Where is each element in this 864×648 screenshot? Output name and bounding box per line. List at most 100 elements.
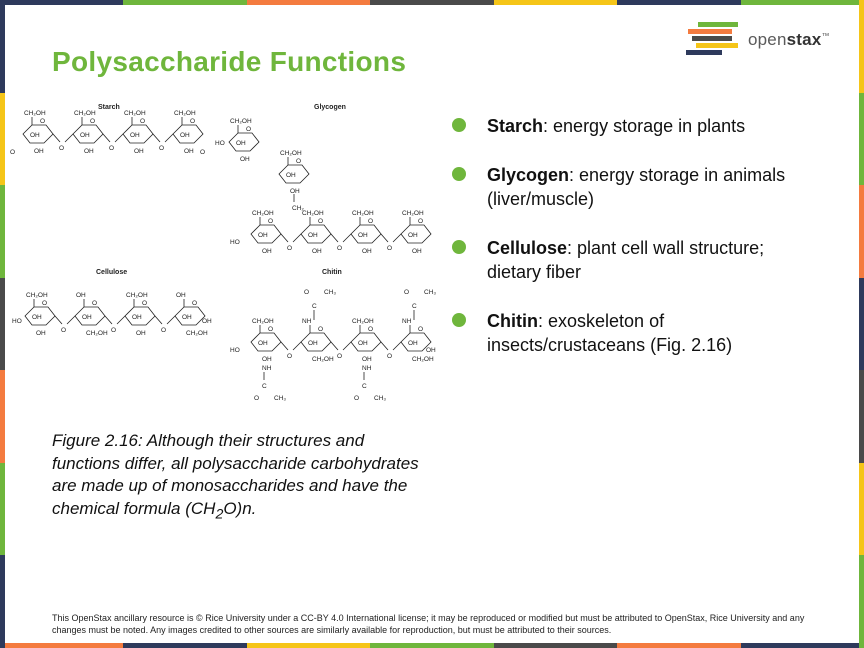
substituent-label: CH₂OH <box>412 356 434 363</box>
substituent-label: OH <box>84 148 94 155</box>
substituent-label: OH <box>240 156 250 163</box>
bullet-icon <box>452 118 466 132</box>
substituent-label: CH₂OH <box>230 118 252 125</box>
bond-line <box>102 133 111 143</box>
figure-caption: Figure 2.16: Although their structures a… <box>52 431 419 522</box>
ring-oxygen-label: O <box>318 218 323 225</box>
bond-line <box>280 341 289 351</box>
carbonyl-carbon-label: C <box>412 303 417 310</box>
ring-oxygen-label: O <box>92 300 97 307</box>
substituent-label: OH <box>290 188 300 195</box>
methyl-label: CH₃ <box>374 395 386 402</box>
glycosidic-oxygen-label: O <box>287 245 292 252</box>
top-border-stripe <box>0 0 864 5</box>
hydroxyl-label: OH <box>132 314 142 321</box>
bond-line <box>166 315 176 325</box>
ring-oxygen-label: O <box>418 218 423 225</box>
substituent-label: CH₂OH <box>174 110 196 117</box>
list-item: Cellulose: plant cell wall structure; di… <box>452 236 822 284</box>
ring-oxygen-label: O <box>90 118 95 125</box>
substituent-label: CH₂OH <box>24 110 46 117</box>
glycosidic-oxygen-label: O <box>61 327 66 334</box>
starch-label: Starch <box>98 104 120 111</box>
substituent-label: OH <box>362 356 372 363</box>
hydroxyl-end-label: HO <box>215 140 225 147</box>
methyl-label: CH₃ <box>324 289 336 296</box>
substituent-label: OH <box>76 292 86 299</box>
bond-line <box>164 133 174 143</box>
ring-oxygen-label: O <box>296 158 301 165</box>
hydroxyl-label: OH <box>130 132 140 139</box>
cellulose-label: Cellulose <box>96 269 127 276</box>
bond-line <box>330 341 339 351</box>
hydroxyl-end-label: OH <box>426 347 436 354</box>
carbonyl-oxygen-label: O <box>254 395 259 402</box>
substituent-label: CH₂OH <box>86 330 108 337</box>
substituent-label: OH <box>134 148 144 155</box>
substituent-label: CH₂OH <box>280 150 302 157</box>
glycosidic-oxygen-label: O <box>159 145 164 152</box>
ring-oxygen-label: O <box>42 300 47 307</box>
bond-line <box>64 133 74 143</box>
bond-line <box>292 341 302 351</box>
methyl-label: CH₃ <box>424 289 436 296</box>
glycosidic-oxygen-label: O <box>109 145 114 152</box>
openstax-logo: openstax™ <box>684 20 844 60</box>
substituent-label: NH <box>402 318 412 325</box>
bond-line <box>392 341 402 351</box>
methyl-label: CH₃ <box>274 395 286 402</box>
substituent-label: CH₂OH <box>26 292 48 299</box>
bond-line <box>52 133 61 143</box>
carbonyl-oxygen-label: O <box>404 289 409 296</box>
list-item: Starch: energy storage in plants <box>452 114 822 138</box>
glycogen-label: Glycogen <box>314 104 346 111</box>
logo-wordmark: openstax™ <box>748 30 830 49</box>
glycosidic-oxygen-label: O <box>387 353 392 360</box>
ring-oxygen-label: O <box>190 118 195 125</box>
bond-line <box>342 233 352 243</box>
ring-oxygen-label: O <box>368 218 373 225</box>
glycosidic-oxygen-label: O <box>337 245 342 252</box>
bond-line <box>114 133 124 143</box>
substituent-label: CH₂OH <box>186 330 208 337</box>
hydroxyl-end-label: HO <box>12 318 22 325</box>
hydroxyl-label: OH <box>358 232 368 239</box>
bottom-border-stripe <box>0 643 864 648</box>
ring-oxygen-label: O <box>40 118 45 125</box>
substituent-label: OH <box>412 248 422 255</box>
hydroxyl-end-label: OH <box>202 318 212 325</box>
ring-oxygen-label: O <box>418 326 423 333</box>
substituent-label: CH₂OH <box>252 318 274 325</box>
left-border-stripe <box>0 0 5 648</box>
substituent-label: CH₂OH <box>352 318 374 325</box>
substituent-label: CH₂OH <box>126 292 148 299</box>
hydroxyl-label: OH <box>258 340 268 347</box>
polysaccharide-function-list: Starch: energy storage in plants Glycoge… <box>452 114 822 382</box>
ring-oxygen-label: O <box>246 126 251 133</box>
substituent-label: OH <box>136 330 146 337</box>
chitin-label: Chitin <box>322 269 342 276</box>
bond-line <box>392 233 402 243</box>
list-item: Glycogen: energy storage in animals (liv… <box>452 163 822 211</box>
bond-line <box>380 341 389 351</box>
substituent-label: OH <box>176 292 186 299</box>
hydroxyl-label: OH <box>82 314 92 321</box>
hydroxyl-end-label: HO <box>230 239 240 246</box>
carbonyl-carbon-label: C <box>362 383 367 390</box>
hydroxyl-label: OH <box>308 232 318 239</box>
substituent-label: OH <box>262 356 272 363</box>
carbonyl-oxygen-label: O <box>354 395 359 402</box>
hydroxyl-end-label: HO <box>230 347 240 354</box>
ring-oxygen-label: O <box>192 300 197 307</box>
glycosidic-oxygen-label: O <box>337 353 342 360</box>
substituent-label: CH₂OH <box>302 210 324 217</box>
ring-oxygen-label: O <box>142 300 147 307</box>
glycosidic-oxygen-label: O <box>111 327 116 334</box>
hydroxyl-label: OH <box>286 172 296 179</box>
substituent-label: OH <box>36 330 46 337</box>
glycosidic-oxygen-label: O <box>161 327 166 334</box>
bond-line <box>54 315 63 325</box>
page-title: Polysaccharide Functions <box>52 46 407 77</box>
